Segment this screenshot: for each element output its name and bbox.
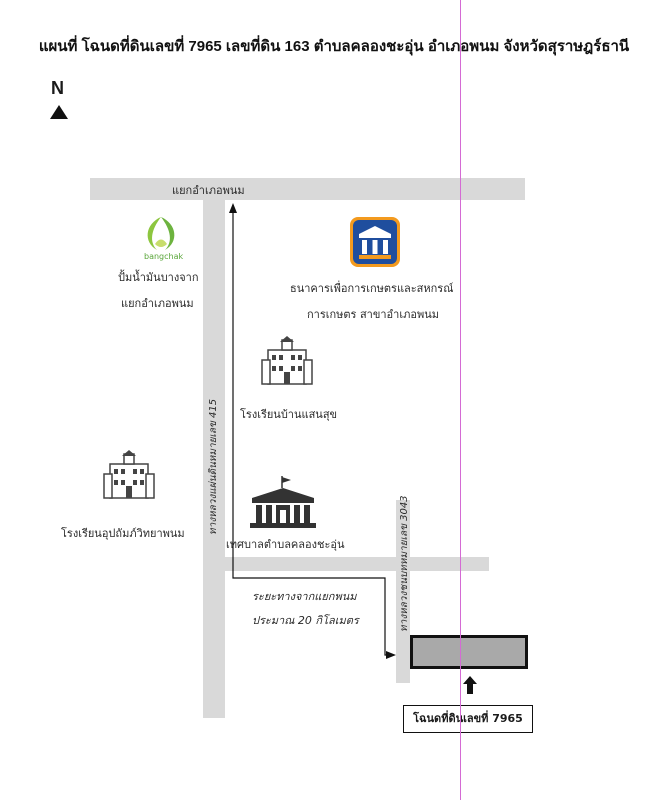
map-title: แผนที่ โฉนดที่ดินเลขที่ 7965 เลขที่ดิน 1… — [38, 38, 630, 55]
school-building-icon — [103, 450, 155, 499]
north-arrow-icon — [50, 105, 68, 119]
bank-label-2: การเกษตร สาขาอำเภอพนม — [307, 308, 439, 321]
parcel-label: โฉนดที่ดินเลขที่ 7965 — [403, 705, 533, 733]
main-road-415 — [203, 178, 225, 718]
crossroad — [225, 557, 489, 571]
north-label: N — [51, 78, 64, 98]
government-building-icon — [250, 476, 316, 528]
top-road-label: แยกอำเภอพนม — [172, 184, 245, 197]
side-road-3043 — [396, 500, 410, 683]
land-parcel — [410, 635, 528, 669]
distance-label-2: ประมาณ 20 กิโลเมตร — [252, 614, 359, 627]
school-building-icon — [261, 336, 313, 385]
baac-bank-logo-icon — [350, 217, 400, 267]
up-arrow-icon — [463, 676, 477, 694]
gas-station-label: ปั้มน้ำมันบางจาก — [118, 271, 199, 284]
school-2-label: โรงเรียนอุปถัมภ์วิทยาพนม — [61, 527, 185, 540]
top-road — [90, 178, 525, 200]
school-1-label: โรงเรียนบ้านแสนสุข — [240, 408, 338, 421]
gas-station-label-2: แยกอำเภอพนม — [121, 297, 194, 310]
bangchak-logo-icon — [147, 217, 175, 250]
distance-label: ระยะทางจากแยกพนม — [252, 590, 357, 603]
municipality-label: เทศบาลตำบลคลองชะอุ่น — [226, 538, 345, 551]
bangchak-logo-text: bangchak — [144, 252, 184, 261]
guide-line — [460, 0, 461, 800]
bank-label: ธนาคารเพื่อการเกษตรและสหกรณ์ — [290, 282, 454, 295]
